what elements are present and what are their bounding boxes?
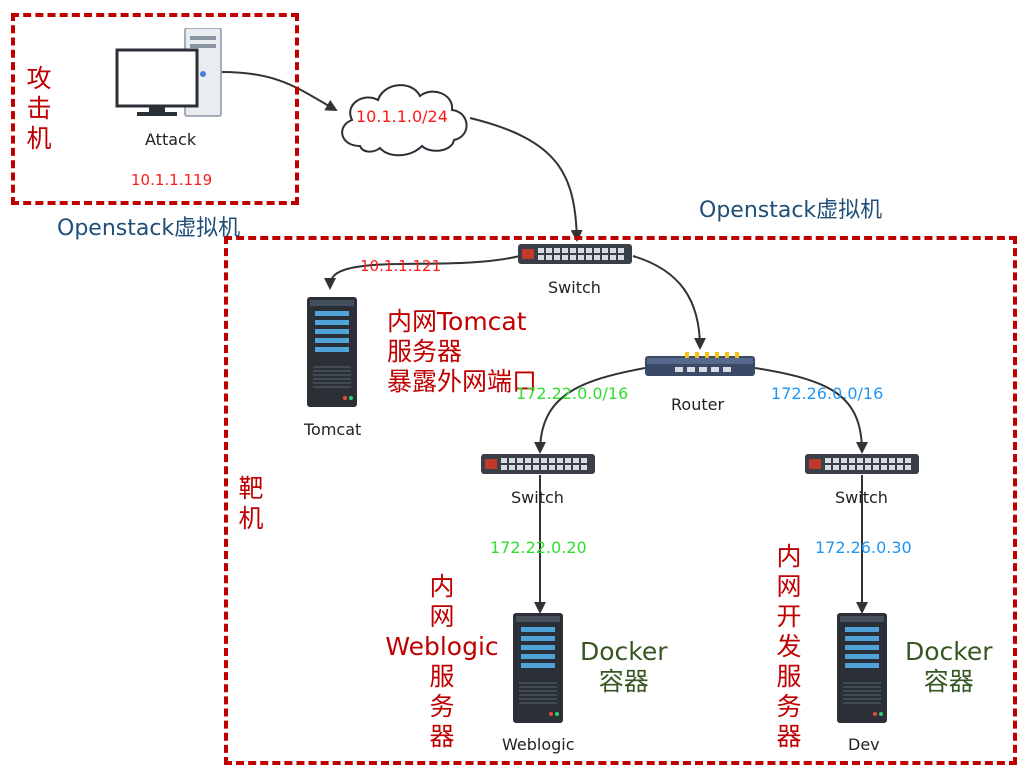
network-switch-icon [805, 454, 919, 474]
target-zone [224, 236, 1017, 765]
attacker-zone [11, 13, 299, 205]
server-tower-icon [307, 297, 357, 407]
cloud-icon [330, 72, 476, 160]
right-switch-label: Switch [835, 488, 888, 507]
attacker-label-char: 机 [26, 124, 52, 153]
link-cloud-switch [469, 117, 583, 242]
docker-label-line: Docker [580, 637, 668, 666]
dev-docker-label: Docker 容器 [905, 637, 993, 697]
tomcat-label: Tomcat [304, 420, 362, 439]
attack-host-ip: 10.1.1.119 [131, 171, 213, 189]
dev-desc-char: 发 [776, 632, 802, 661]
left-switch-label: Switch [511, 488, 564, 507]
weblogic-ip: 172.22.0.20 [490, 538, 587, 557]
weblogic-desc-char: Weblogic [385, 632, 499, 661]
dev-desc-char: 器 [776, 722, 802, 751]
router-icon [645, 350, 755, 378]
dev-desc-char: 服 [776, 662, 802, 691]
dev-desc-char: 开 [776, 602, 802, 631]
right-subnet-label: 172.26.0.0/16 [771, 384, 884, 403]
tomcat-desc-line: 服务器 [387, 337, 463, 366]
server-tower-icon [837, 613, 887, 723]
docker-label-line: Docker [905, 637, 993, 666]
weblogic-description: 内 网 Weblogic 服 务 器 [382, 572, 502, 752]
desktop-pc-icon [115, 27, 225, 120]
link-router-left-switch [534, 367, 646, 454]
tomcat-desc-line: 内网Tomcat [387, 307, 527, 336]
attacker-zone-label: 攻 击 机 [24, 64, 54, 154]
attacker-label-char: 击 [26, 94, 52, 123]
server-tower-icon [513, 613, 563, 723]
left-subnet-label: 172.22.0.0/16 [516, 384, 629, 403]
network-switch-icon [518, 244, 632, 264]
attack-host-label: Attack [145, 130, 197, 149]
cloud-network-label: 10.1.1.0/24 [356, 107, 448, 126]
dev-desc-char: 内 [776, 542, 802, 571]
link-switch-router [632, 255, 706, 350]
top-switch-label: Switch [548, 278, 601, 297]
weblogic-desc-char: 务 [429, 692, 455, 721]
attacker-platform-label: Openstack虚拟机 [57, 216, 241, 241]
tomcat-desc-line: 暴露外网端口 [387, 367, 538, 396]
weblogic-desc-char: 内 [429, 572, 455, 601]
dev-desc-char: 网 [776, 572, 802, 601]
target-label-char: 靶 [238, 474, 264, 503]
weblogic-desc-char: 器 [429, 722, 455, 751]
link-attack-cloud [221, 71, 338, 111]
tomcat-description: 内网Tomcat 服务器 暴露外网端口 [387, 307, 537, 397]
target-platform-label: Openstack虚拟机 [699, 198, 883, 223]
target-label-char: 机 [238, 504, 264, 533]
dev-ip: 172.26.0.30 [815, 538, 912, 557]
attacker-label-char: 攻 [26, 64, 52, 93]
network-switch-icon [481, 454, 595, 474]
target-zone-label: 靶 机 [236, 474, 266, 534]
link-switch-tomcat [324, 255, 521, 290]
weblogic-label: Weblogic [502, 735, 575, 754]
docker-label-line: 容器 [598, 667, 649, 696]
tomcat-ip: 10.1.1.121 [360, 257, 442, 275]
weblogic-docker-label: Docker 容器 [580, 637, 668, 697]
weblogic-desc-char: 服 [429, 662, 455, 691]
dev-desc-char: 务 [776, 692, 802, 721]
dev-description: 内 网 开 发 服 务 器 [774, 542, 804, 752]
link-router-right-switch [754, 367, 868, 454]
weblogic-desc-char: 网 [429, 602, 455, 631]
docker-label-line: 容器 [923, 667, 974, 696]
router-label: Router [671, 395, 725, 414]
dev-label: Dev [848, 735, 880, 754]
